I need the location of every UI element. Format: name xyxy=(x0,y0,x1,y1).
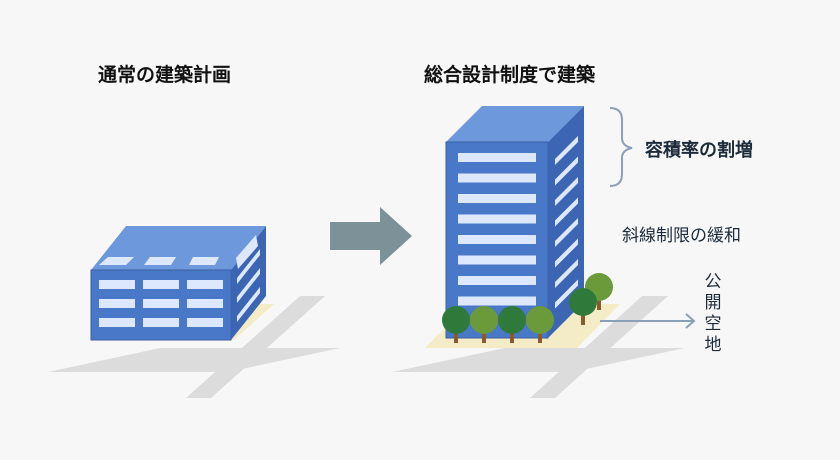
tree-trunk xyxy=(581,312,585,325)
right-building-side-windows xyxy=(555,136,578,309)
front-window xyxy=(458,214,536,224)
slope-relief-label: 斜線制限の緩和 xyxy=(622,226,741,246)
tree-trunk xyxy=(538,330,542,343)
right-tall-building xyxy=(445,106,584,339)
side-window xyxy=(555,136,578,165)
open-space-char-4: 地 xyxy=(704,335,722,355)
side-window xyxy=(555,238,578,268)
tree xyxy=(569,288,597,325)
tree-crown xyxy=(526,306,554,334)
left-building-side-windows xyxy=(237,249,260,322)
open-space-char-2: 開 xyxy=(704,293,722,313)
left-low-building xyxy=(90,226,266,341)
tree xyxy=(498,306,526,343)
left-panel-title: 通常の建築計画 xyxy=(98,64,232,86)
transition-arrow xyxy=(330,207,412,265)
side-window xyxy=(555,156,578,186)
tree-crown xyxy=(569,288,597,316)
tree-crown xyxy=(498,306,526,334)
side-window xyxy=(555,218,578,247)
tree-trunk xyxy=(454,330,458,343)
left-building-roof-windows xyxy=(99,235,258,269)
tree xyxy=(442,306,470,343)
right-building-front-windows xyxy=(458,153,536,306)
open-space-trees xyxy=(442,273,613,343)
tree-crown xyxy=(442,306,470,334)
side-window xyxy=(555,259,578,288)
right-panel-title: 総合設計制度で建築 xyxy=(424,64,596,86)
tree xyxy=(470,306,498,343)
open-space-arrow xyxy=(600,313,696,329)
left-building-front-windows xyxy=(99,280,223,327)
tree xyxy=(526,306,554,343)
front-window xyxy=(458,235,536,244)
tree-trunk xyxy=(597,297,601,310)
front-window xyxy=(458,296,536,306)
side-window xyxy=(555,279,578,309)
front-window xyxy=(458,194,536,203)
front-window xyxy=(458,276,536,285)
open-space-label: 公 開 空 地 xyxy=(702,272,724,356)
side-window xyxy=(555,177,578,206)
front-window xyxy=(458,255,536,265)
left-building-roof xyxy=(91,226,266,270)
open-space-char-3: 空 xyxy=(704,314,722,334)
side-window xyxy=(555,197,578,227)
far-bonus-label: 容積率の割増 xyxy=(645,140,753,161)
left-ground-cross xyxy=(48,296,340,398)
tree-crown xyxy=(470,306,498,334)
tree-trunk xyxy=(482,330,486,343)
open-space-char-1: 公 xyxy=(704,272,722,292)
front-window xyxy=(458,173,536,183)
front-window xyxy=(458,153,536,162)
far-bonus-brace xyxy=(609,107,633,187)
tree-trunk xyxy=(510,330,514,343)
right-building-roof xyxy=(446,106,584,142)
